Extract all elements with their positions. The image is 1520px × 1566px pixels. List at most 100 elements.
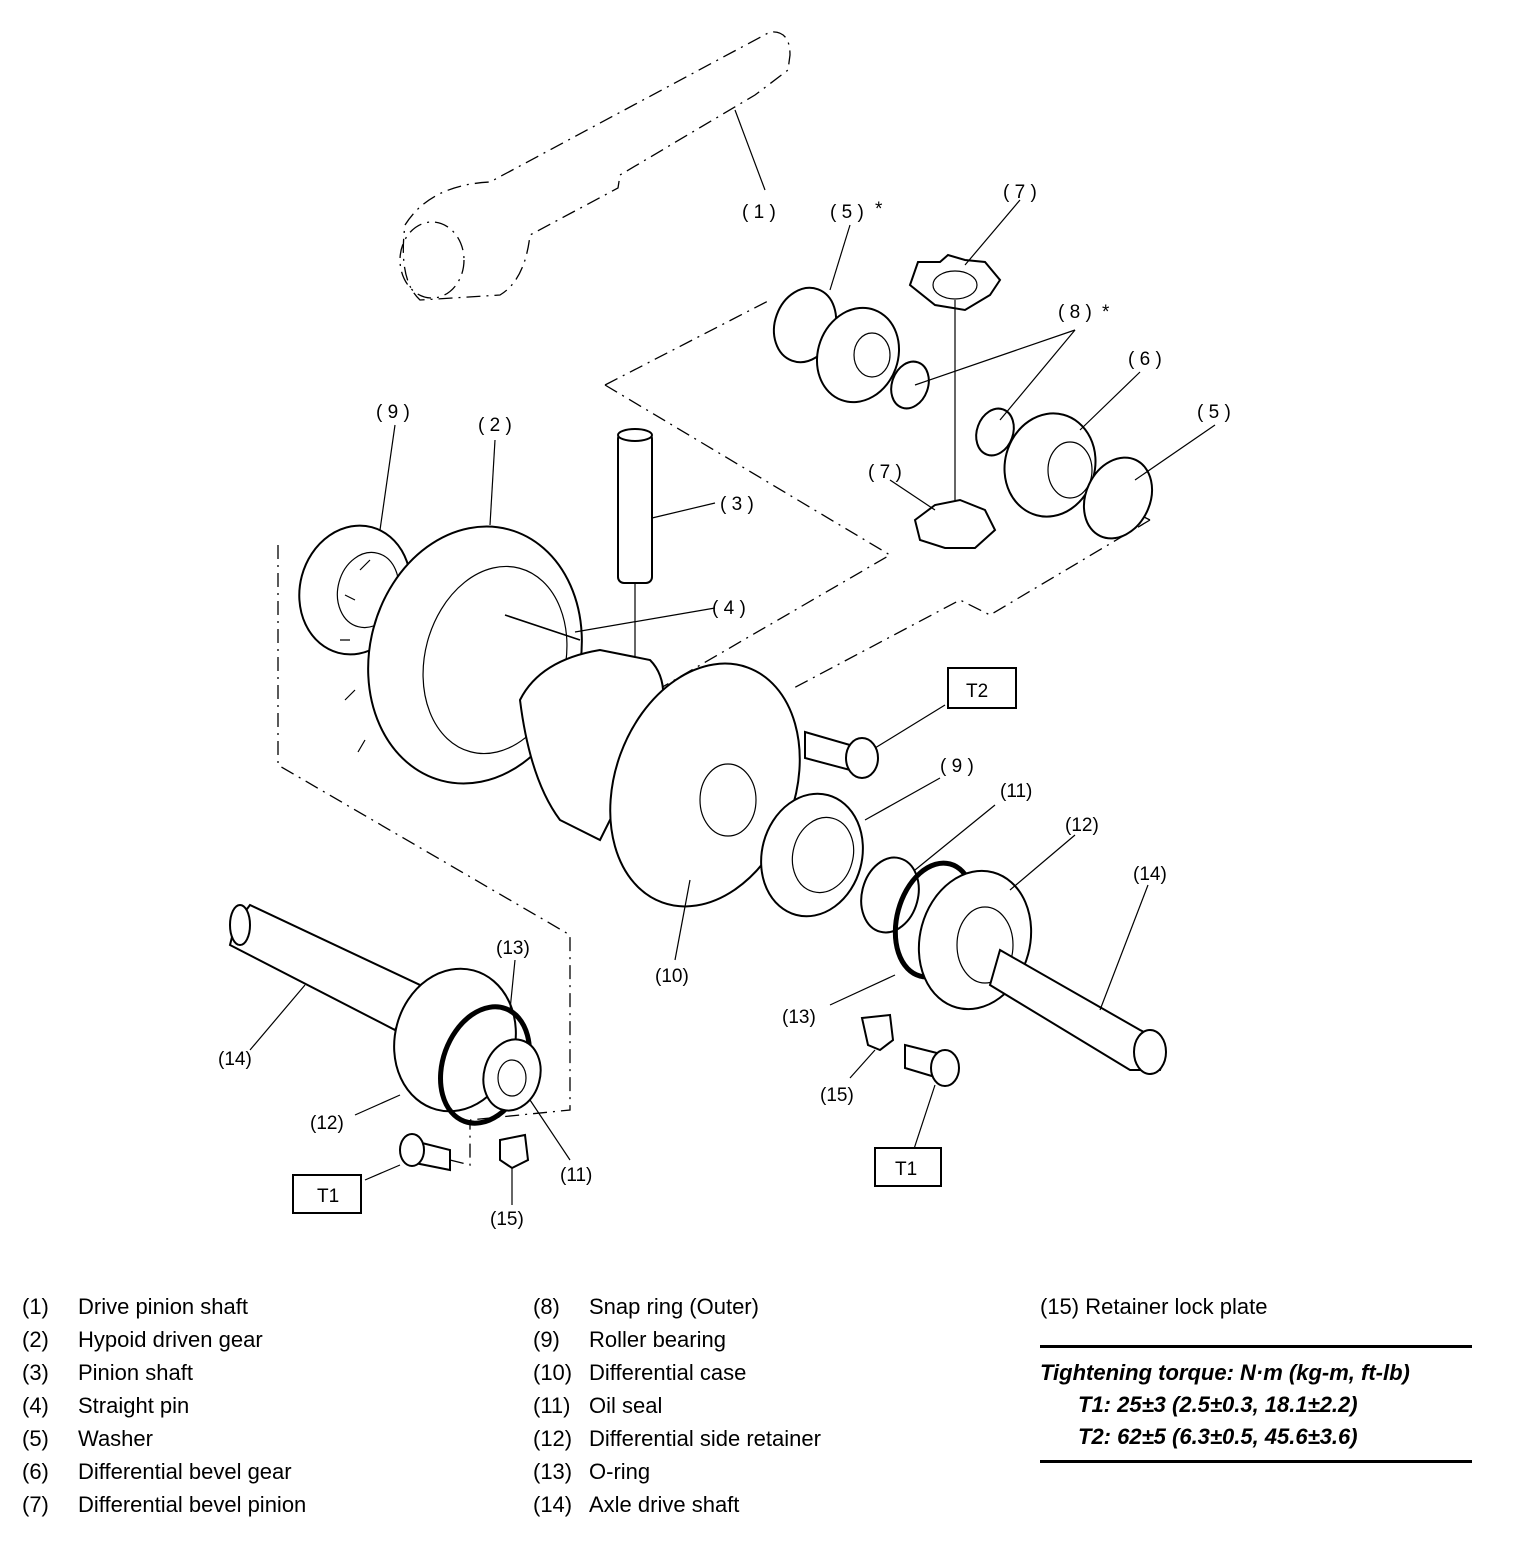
legend-text: Differential case [589,1360,747,1385]
legend-number: (11) [533,1393,571,1418]
legend-text: Oil seal [589,1393,663,1418]
legend-item: (9)Roller bearing [533,1323,821,1356]
legend-item: (12) Differential side retainer [533,1422,821,1455]
axle-drive-shaft-left [228,903,422,1051]
legend-number: (6) [22,1459,49,1484]
callout-15-right: (15) [820,1085,854,1106]
washer-right [1082,456,1154,540]
differential-bevel-gear [1003,412,1097,518]
callout-7-lower: ( 7 ) [868,462,902,483]
axle-drive-shaft-right [988,884,1167,1075]
legend-column-3: (15) Retainer lock plate [1040,1290,1267,1323]
legend-item: (13) O-ring [533,1455,821,1488]
legend-text: Snap ring (Outer) [589,1294,759,1319]
legend-text: Washer [78,1426,153,1451]
legend-text: Axle drive shaft [589,1492,740,1517]
legend-item: (10) Differential case [533,1356,821,1389]
legend-item: (1) Drive pinion shaft [22,1290,306,1323]
legend-text: Differential bevel gear [78,1459,292,1484]
differential-case [518,648,801,908]
t2-box [947,667,1017,709]
callout-11-left: (11) [560,1165,592,1186]
left-bracket-outline [277,545,571,1121]
legend-item: (6) Differential bevel gear [22,1455,306,1488]
legend-number: (15) [1040,1294,1080,1319]
o-ring-left-leader [509,959,516,1011]
legend-number: (4) [22,1393,49,1418]
legend-item: (8) Snap ring (Outer) [533,1290,821,1323]
callout-8: ( 8 ) [1058,302,1092,323]
torque-title: Tightening torque: N·m (kg-m, ft-lb) [1040,1360,1410,1385]
legend-number: (1) [22,1294,49,1319]
legend-item: (5) Washer [22,1422,306,1455]
legend-number: (14) [533,1492,573,1517]
legend-number: (12) [533,1426,573,1451]
torque-top-rule [1040,1345,1472,1348]
legend-item: (14) Axle drive shaft [533,1488,821,1521]
t2-label: T2 [966,681,988,702]
callout-9-left: ( 9 ) [376,402,410,423]
bevel-pinion-bottom [913,498,997,549]
legend-text: Differential side retainer [589,1426,821,1451]
legend-text: Drive pinion shaft [78,1294,248,1319]
oil-seal-right [860,856,920,934]
case-leader [674,879,691,961]
legend-number: (7) [22,1492,49,1517]
t1-box-left [292,1174,362,1214]
oil-seal-left [482,1038,571,1161]
t2-bolt [804,704,946,779]
legend-number: (10) [533,1360,573,1385]
legend-number: (2) [22,1327,49,1352]
legend-number: (13) [533,1459,573,1484]
legend-number: (9) [533,1327,560,1352]
callout-5-upper: ( 5 ) [830,202,864,223]
callout-13-left: (13) [496,938,530,959]
bevel-gear-upper [815,306,901,404]
retainer-lock-plate-right [829,974,960,1156]
legend-text: Hypoid driven gear [78,1327,263,1352]
callout-9-right: ( 9 ) [940,756,974,777]
legend-item: (15) Retainer lock plate [1040,1290,1267,1323]
legend-item: (11) Oil seal [533,1389,821,1422]
callout-4: ( 4 ) [712,598,746,619]
legend-number: (3) [22,1360,49,1385]
legend-text: Retainer lock plate [1085,1294,1268,1319]
exploded-diagram: ( 1 ) ( 5 ) * ( 7 ) ( 8 ) * ( 6 ) ( 5 ) … [218,31,1231,1230]
callout-10: (10) [655,966,689,987]
callout-5-right: ( 5 ) [1197,402,1231,423]
callout-7-upper: ( 7 ) [1003,182,1037,203]
callout-1: ( 1 ) [742,202,776,223]
legend-text: Pinion shaft [78,1360,193,1385]
straight-pin-leader [574,607,716,633]
legend-text: O-ring [589,1459,651,1484]
assembly-outline [604,299,1151,701]
t1-label-left: T1 [317,1186,339,1207]
callout-15-left: (15) [490,1209,524,1230]
asterisk-5: * [875,199,883,220]
roller-bearing-right [760,777,941,918]
straight-pin [504,614,581,641]
t1-bolt-left [364,1120,471,1181]
torque-bottom-rule [1040,1460,1472,1463]
drive-pinion-shaft [399,31,791,301]
callout-12-right: (12) [1065,815,1099,836]
legend-number: (5) [22,1426,49,1451]
callout-11-right: (11) [1000,781,1032,802]
legend-column-1: (1) Drive pinion shaft (2) Hypoid driven g… [22,1290,306,1521]
torque-t1: T1: 25±3 (2.5±0.3, 18.1±2.2) [1078,1392,1358,1417]
pinion-shaft [617,428,716,705]
legend-item: (4) Straight pin [22,1389,306,1422]
callout-14-left: (14) [218,1049,252,1070]
asterisk-8: * [1102,302,1110,323]
t1-label-right: T1 [895,1159,917,1180]
callout-leaders [379,199,1216,531]
callout-3: ( 3 ) [720,494,754,515]
legend-text: Straight pin [78,1393,190,1418]
callout-12-left: (12) [310,1113,344,1134]
callout-14-right: (14) [1133,864,1167,885]
legend-item: (7)Differential bevel pinion [22,1488,306,1521]
callout-13-right: (13) [782,1007,816,1028]
legend-number: (8) [533,1294,560,1319]
retainer-lock-plate-left [499,1133,530,1205]
torque-spec-box: Tightening torque: N·m (kg-m, ft-lb) T1:… [1040,1345,1472,1463]
